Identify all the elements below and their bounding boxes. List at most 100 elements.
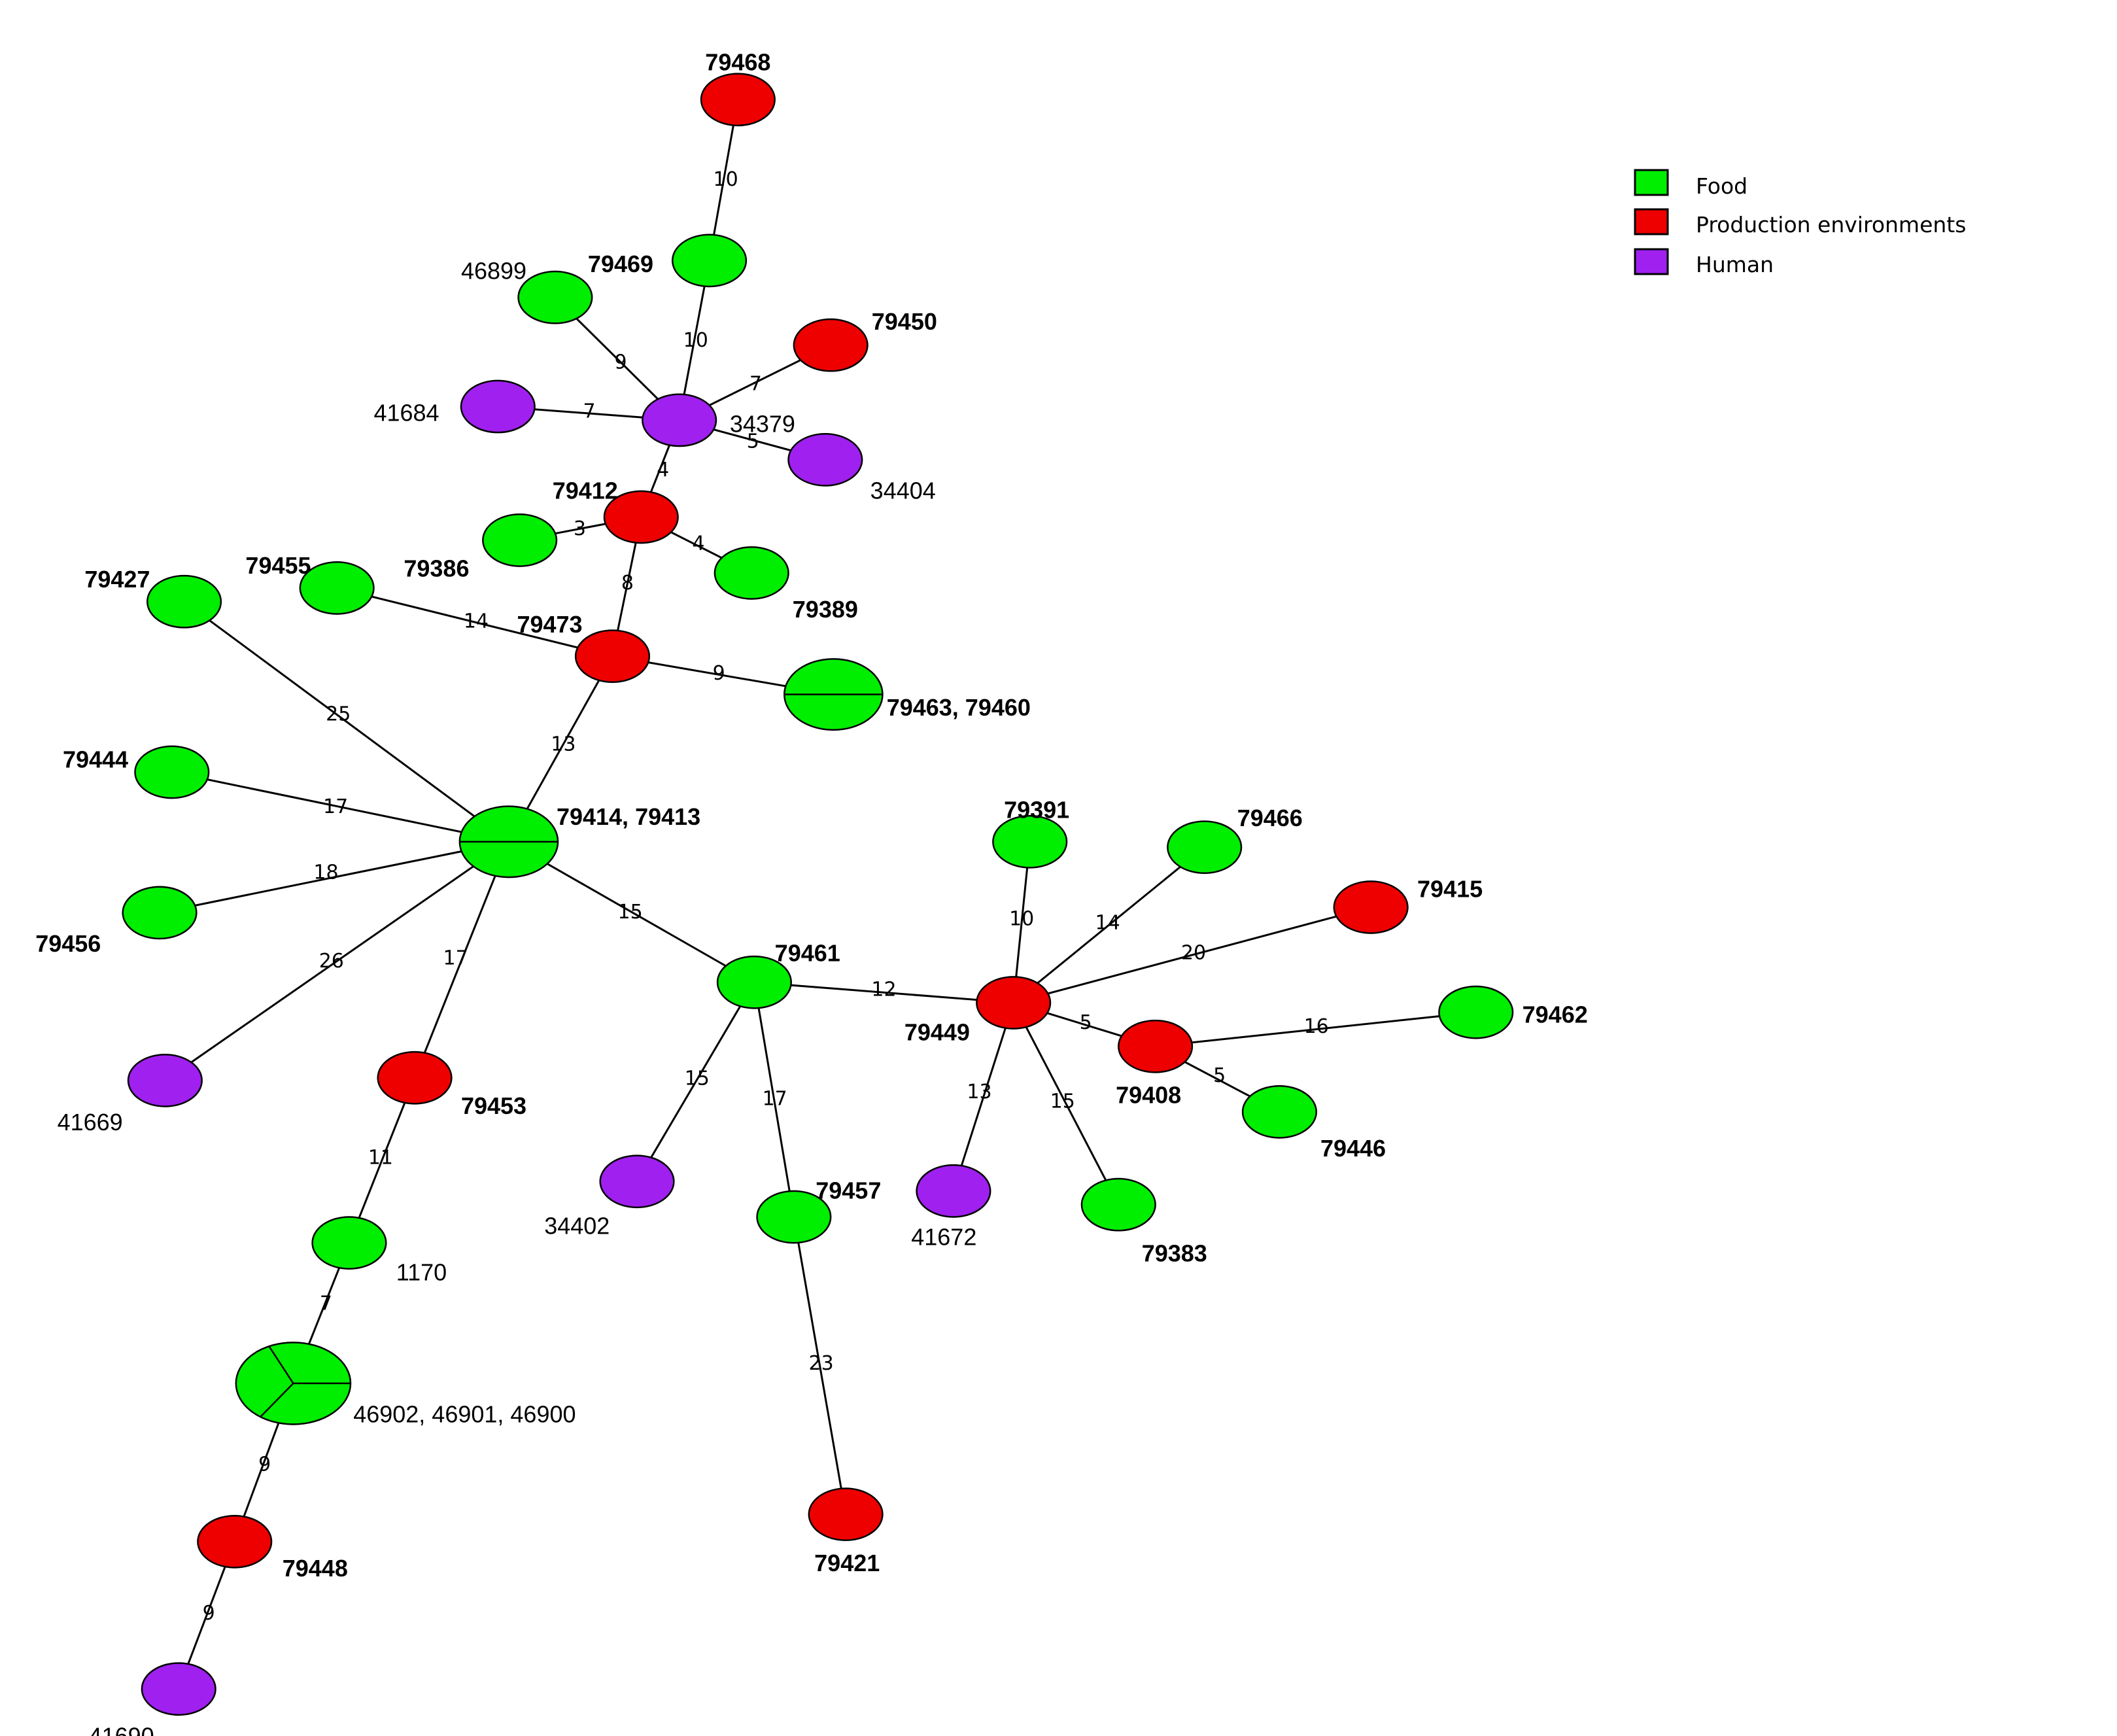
node-79453[interactable] — [377, 1050, 453, 1105]
node-ellipse[interactable] — [603, 490, 679, 544]
edge — [508, 841, 755, 984]
node-ellipse[interactable] — [1241, 1085, 1317, 1139]
node-ellipse[interactable] — [599, 1154, 675, 1209]
node-79391[interactable] — [992, 814, 1068, 869]
node-label: 79453 — [461, 1092, 526, 1119]
node-46902_46901_46900[interactable] — [235, 1342, 352, 1425]
node-ellipse[interactable] — [756, 1190, 832, 1244]
edge-weight-label: 5 — [747, 430, 759, 453]
node-79457[interactable] — [756, 1190, 832, 1244]
node-1170[interactable] — [311, 1216, 387, 1270]
node-ellipse[interactable] — [916, 1164, 991, 1218]
legend-label-food: Food — [1696, 173, 1747, 199]
node-ellipse[interactable] — [793, 318, 869, 372]
node-ellipse[interactable] — [517, 270, 593, 324]
edge — [708, 99, 739, 261]
node-ellipse[interactable] — [1118, 1019, 1194, 1073]
node-ellipse[interactable] — [460, 379, 536, 434]
node-34404[interactable] — [787, 433, 863, 487]
node-79383[interactable] — [1080, 1177, 1156, 1232]
node-ellipse[interactable] — [377, 1050, 453, 1105]
node-79449[interactable] — [976, 976, 1052, 1030]
node-ellipse[interactable] — [1167, 820, 1243, 875]
node-label: 79466 — [1237, 805, 1303, 831]
edge-weight-label: 4 — [692, 532, 704, 555]
node-ellipse[interactable] — [808, 1487, 884, 1542]
node-79456[interactable] — [122, 886, 198, 940]
node-ellipse[interactable] — [1080, 1177, 1156, 1232]
node-79473[interactable] — [574, 629, 651, 684]
edge — [348, 1077, 416, 1243]
node-ellipse[interactable] — [714, 546, 789, 600]
node-41684[interactable] — [460, 379, 536, 434]
edge-weight-label: 11 — [368, 1146, 393, 1169]
node-79415[interactable] — [1333, 880, 1409, 934]
edge-weight-label: 18 — [313, 861, 338, 884]
node-ellipse[interactable] — [976, 976, 1052, 1030]
node-79463_79460[interactable] — [783, 658, 884, 731]
node-41669[interactable] — [127, 1053, 203, 1107]
node-ellipse[interactable] — [642, 393, 717, 447]
node-label: 79469 — [588, 251, 653, 277]
node-divider — [260, 1383, 294, 1418]
node-ellipse[interactable] — [146, 574, 222, 629]
node-ellipse[interactable] — [787, 433, 863, 487]
node-79462[interactable] — [1438, 985, 1514, 1039]
node-label: 79448 — [283, 1555, 348, 1582]
node-79469[interactable] — [671, 234, 748, 288]
edge-weight-label: 20 — [1181, 941, 1206, 964]
node-ellipse[interactable] — [299, 561, 375, 615]
node-79427[interactable] — [146, 574, 222, 629]
edge-weight-label: 26 — [319, 950, 344, 973]
node-ellipse[interactable] — [574, 629, 651, 684]
node-ellipse[interactable] — [197, 1514, 273, 1569]
node-ellipse[interactable] — [482, 513, 558, 567]
node-46899[interactable] — [517, 270, 593, 324]
node-label: 79468 — [705, 49, 770, 76]
node-34402[interactable] — [599, 1154, 675, 1209]
node-41690[interactable] — [141, 1662, 216, 1716]
edge — [1155, 1011, 1476, 1048]
edge-weight-label: 25 — [326, 703, 351, 725]
node-79389[interactable] — [714, 546, 789, 600]
node-ellipse[interactable] — [122, 886, 198, 940]
node-ellipse[interactable] — [141, 1662, 216, 1716]
node-79408[interactable] — [1118, 1019, 1194, 1073]
node-79421[interactable] — [808, 1487, 884, 1542]
node-label: 79427 — [84, 566, 150, 593]
edge — [171, 771, 509, 843]
node-ellipse[interactable] — [992, 814, 1068, 869]
node-79444[interactable] — [134, 745, 210, 799]
node-79414_79413[interactable] — [458, 805, 559, 878]
node-ellipse[interactable] — [716, 955, 792, 1009]
node-79412[interactable] — [603, 490, 679, 544]
node-79446[interactable] — [1241, 1085, 1317, 1139]
node-79386[interactable] — [482, 513, 558, 567]
node-79455[interactable] — [299, 561, 375, 615]
node-41672[interactable] — [916, 1164, 991, 1218]
node-ellipse[interactable] — [134, 745, 210, 799]
node-divider — [268, 1345, 294, 1384]
edge-weight-label: 5 — [1080, 1011, 1092, 1034]
edge — [753, 982, 795, 1217]
node-label: 79446 — [1320, 1135, 1386, 1162]
edge-weight-label: 7 — [749, 373, 762, 396]
node-ellipse[interactable] — [671, 234, 748, 288]
nodes-layer — [122, 73, 1514, 1716]
node-ellipse[interactable] — [700, 73, 776, 127]
node-label: 1170 — [396, 1259, 447, 1286]
node-ellipse[interactable] — [127, 1053, 203, 1107]
node-79466[interactable] — [1167, 820, 1243, 875]
node-79448[interactable] — [197, 1514, 273, 1569]
node-34379[interactable] — [642, 393, 717, 447]
edge-weight-label: 23 — [808, 1352, 833, 1375]
node-label: 34379 — [730, 410, 795, 437]
node-79450[interactable] — [793, 318, 869, 372]
node-79461[interactable] — [716, 955, 792, 1009]
node-ellipse[interactable] — [1438, 985, 1514, 1039]
node-79468[interactable] — [700, 73, 776, 127]
node-ellipse[interactable] — [311, 1216, 387, 1270]
node-ellipse[interactable] — [1333, 880, 1409, 934]
